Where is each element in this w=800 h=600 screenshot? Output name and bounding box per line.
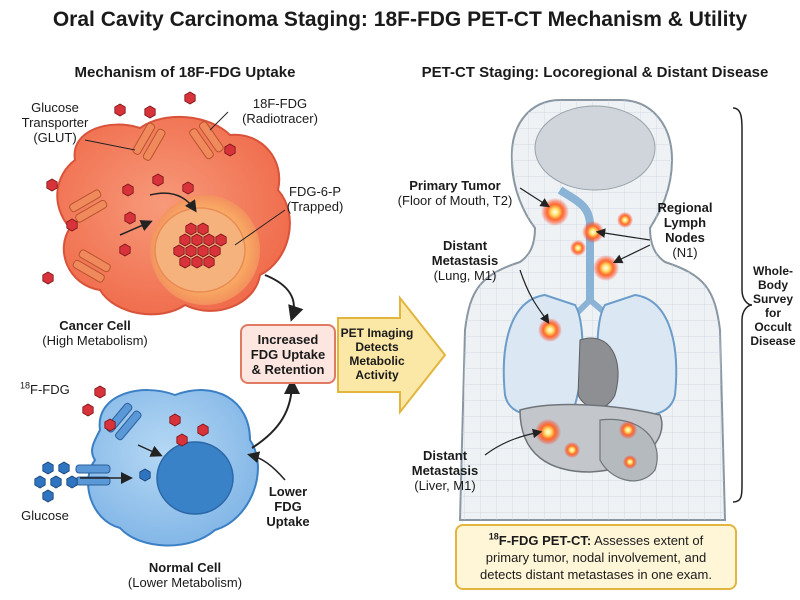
increased-uptake-box: Increased FDG Uptake & Retention	[240, 324, 336, 384]
cancer-internal-arrows	[119, 192, 197, 236]
lower-uptake-label: Lower FDG Uptake	[266, 484, 310, 529]
lymph-nodes-label: Regional Lymph Nodes (N1)	[657, 200, 713, 260]
whole-body-label: Whole- Body Survey for Occult Disease	[750, 264, 796, 348]
tracer-leader	[209, 111, 229, 131]
normal-cell-label: Normal Cell (Lower Metabolism)	[127, 560, 243, 590]
right-panel-heading: PET-CT Staging: Locoregional & Distant D…	[421, 64, 769, 81]
fdg-label: 18F-FDG	[20, 380, 70, 397]
glucose-label: Glucose	[21, 508, 69, 523]
hotspot-liver-2	[564, 442, 580, 458]
normal-transporters	[75, 402, 142, 486]
arrow-lower-uptake	[247, 451, 286, 481]
normal-nucleus	[156, 441, 234, 515]
tracer-label: 18F-FDG (Radiotracer)	[242, 96, 318, 126]
hotspot-liver-4	[623, 455, 637, 469]
body-figure	[458, 99, 727, 521]
right-leaders	[484, 187, 651, 456]
cancer-cell-label: Cancer Cell (High Metabolism)	[42, 318, 148, 348]
brain	[534, 105, 656, 191]
cancer-nucleus-core	[154, 207, 246, 293]
lung-metastasis-label: Distant Metastasis (Lung, M1)	[431, 238, 499, 283]
hotspot-node-2	[593, 255, 619, 281]
hotspot-node-4	[617, 212, 633, 228]
hotspot-lung	[538, 318, 562, 342]
primary-tumor-label: Primary Tumor (Floor of Mouth, T2)	[397, 178, 513, 208]
arrow-cancer-to-box	[264, 274, 304, 322]
hotspot-node-3	[570, 240, 586, 256]
normal-internal-arrow	[137, 444, 163, 457]
hotspot-primary-tumor	[541, 198, 569, 226]
left-panel-heading: Mechanism of 18F-FDG Uptake	[74, 64, 296, 81]
hotspot-liver-1	[535, 419, 561, 445]
hotspot-liver-3	[619, 421, 637, 439]
whole-body-bracket	[732, 107, 753, 503]
liver-metastasis-label: Distant Metastasis (Liver, M1)	[411, 448, 479, 493]
pet-imaging-arrow	[337, 295, 447, 415]
glut-label: Glucose Transporter (GLUT)	[21, 100, 89, 145]
pet-hotspots	[535, 198, 637, 469]
page-title: Oral Cavity Carcinoma Staging: 18F-FDG P…	[52, 8, 748, 31]
trapped-label: FDG-6-P (Trapped)	[286, 184, 344, 214]
trapped-leader	[234, 209, 286, 246]
summary-box: 18F-FDG PET-CT: Assesses extent of prima…	[455, 524, 737, 590]
pet-arrow-label: PET Imaging Detects Metabolic Activity	[340, 326, 414, 382]
arrow-normal-to-box	[251, 378, 300, 449]
cancer-transporters	[69, 121, 224, 283]
glut-leader	[84, 139, 136, 151]
